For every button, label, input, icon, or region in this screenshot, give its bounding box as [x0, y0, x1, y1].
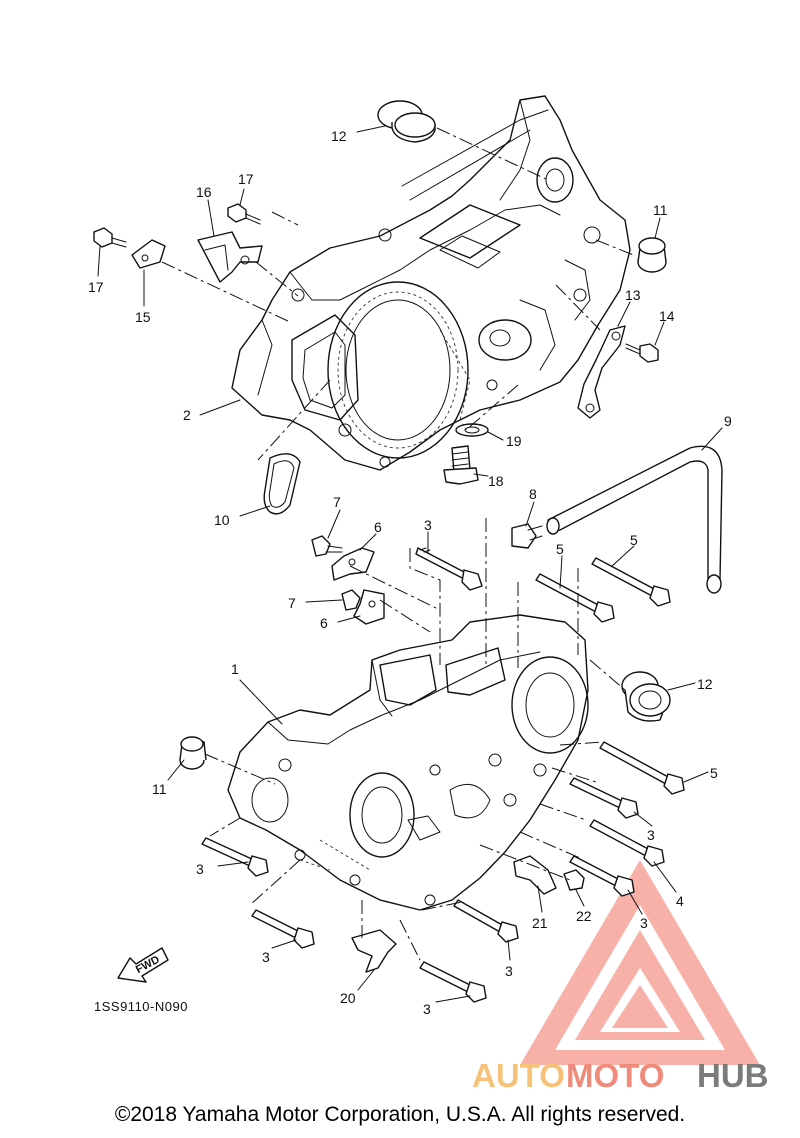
- callout-labels: 12 17 16 11 17 15 13 14 2 9 19 18 10 8 7…: [88, 128, 732, 1017]
- callout-21: 21: [532, 915, 548, 931]
- bracket-16: [197, 231, 263, 283]
- callout-18: 18: [488, 473, 504, 489]
- o-ring-10: [263, 453, 301, 515]
- plate-6-upper: [331, 547, 375, 581]
- watermark-logo: AUTO MOTO HUB: [472, 860, 769, 1094]
- callout-7: 7: [288, 595, 296, 611]
- callout-17: 17: [238, 171, 254, 187]
- bolt-5-lower: [599, 741, 685, 795]
- callout-2: 2: [183, 407, 191, 423]
- callout-22: 22: [576, 908, 592, 924]
- plate-6-lower: [353, 589, 385, 625]
- bolt-3-bottom-b: [419, 961, 487, 1003]
- crankcase-right-half: [227, 614, 589, 911]
- callout-19: 19: [506, 433, 522, 449]
- callout-13: 13: [625, 287, 641, 303]
- callout-12: 12: [697, 676, 713, 692]
- callout-3: 3: [424, 517, 432, 533]
- screw-7-upper: [311, 535, 343, 557]
- bolt-3-upper: [415, 547, 483, 591]
- callout-3: 3: [640, 915, 648, 931]
- callout-6: 6: [374, 519, 382, 535]
- callout-15: 15: [135, 309, 151, 325]
- bolt-5-upper-right: [591, 557, 671, 607]
- callout-5: 5: [556, 541, 564, 557]
- fitting-8: [511, 523, 543, 549]
- callout-8: 8: [529, 486, 537, 502]
- callout-17: 17: [88, 279, 104, 295]
- forward-arrow-icon: FWD: [117, 947, 169, 983]
- callout-10: 10: [214, 512, 230, 528]
- bolt-22: [563, 869, 585, 891]
- bushing-12-lower: [621, 671, 671, 722]
- bushing-11-upper: [637, 237, 667, 273]
- watermark-text-auto: AUTO: [472, 1057, 565, 1094]
- callout-3: 3: [196, 861, 204, 877]
- clamp-21: [513, 855, 557, 895]
- plate-15: [131, 239, 166, 269]
- callout-6: 6: [320, 615, 328, 631]
- bolt-5-upper-left: [535, 573, 615, 623]
- bolt-17-upper: [227, 203, 261, 225]
- leader-lines: [97, 125, 723, 1003]
- hose-9: [546, 445, 723, 594]
- bolt-17-left: [93, 227, 127, 248]
- callout-11: 11: [152, 781, 167, 797]
- callout-7: 7: [333, 494, 341, 510]
- callout-5: 5: [710, 765, 718, 781]
- bolt-3-left-b: [251, 909, 315, 949]
- bolt-3-bottom-a: [453, 899, 519, 943]
- clip-20: [351, 929, 397, 973]
- bolt-3-right-a: [569, 777, 639, 819]
- copyright-notice: ©2018 Yamaha Motor Corporation, U.S.A. A…: [114, 1103, 686, 1126]
- watermark-text-hub: HUB: [697, 1057, 769, 1094]
- crankcase-left-half: [231, 95, 631, 471]
- bushing-11-lower: [179, 736, 207, 770]
- screw-7-lower: [341, 589, 361, 611]
- drawing-code: 1SS9110-N090: [94, 999, 188, 1014]
- washer-19: [455, 423, 489, 437]
- callout-11: 11: [653, 202, 668, 218]
- callout-3: 3: [647, 827, 655, 843]
- callout-20: 20: [340, 990, 356, 1006]
- bolt-4: [569, 855, 635, 897]
- watermark-text-moto: MOTO: [566, 1057, 664, 1094]
- drain-bolt-18: [443, 445, 479, 485]
- bracket-13: [577, 325, 626, 419]
- bolt-3-right-b: [589, 819, 665, 867]
- callout-12: 12: [331, 128, 347, 144]
- callout-14: 14: [659, 308, 675, 324]
- bushing-12-top: [377, 100, 436, 143]
- callout-3: 3: [262, 949, 270, 965]
- callout-4: 4: [676, 893, 684, 909]
- callout-1: 1: [231, 661, 239, 677]
- callout-3: 3: [423, 1001, 431, 1017]
- bolt-3-left-a: [201, 837, 269, 877]
- callout-16: 16: [196, 184, 212, 200]
- bolt-14: [625, 343, 659, 363]
- callout-5: 5: [630, 532, 638, 548]
- callout-9: 9: [724, 413, 732, 429]
- assembly-lines: [161, 127, 637, 961]
- callout-3: 3: [505, 963, 513, 979]
